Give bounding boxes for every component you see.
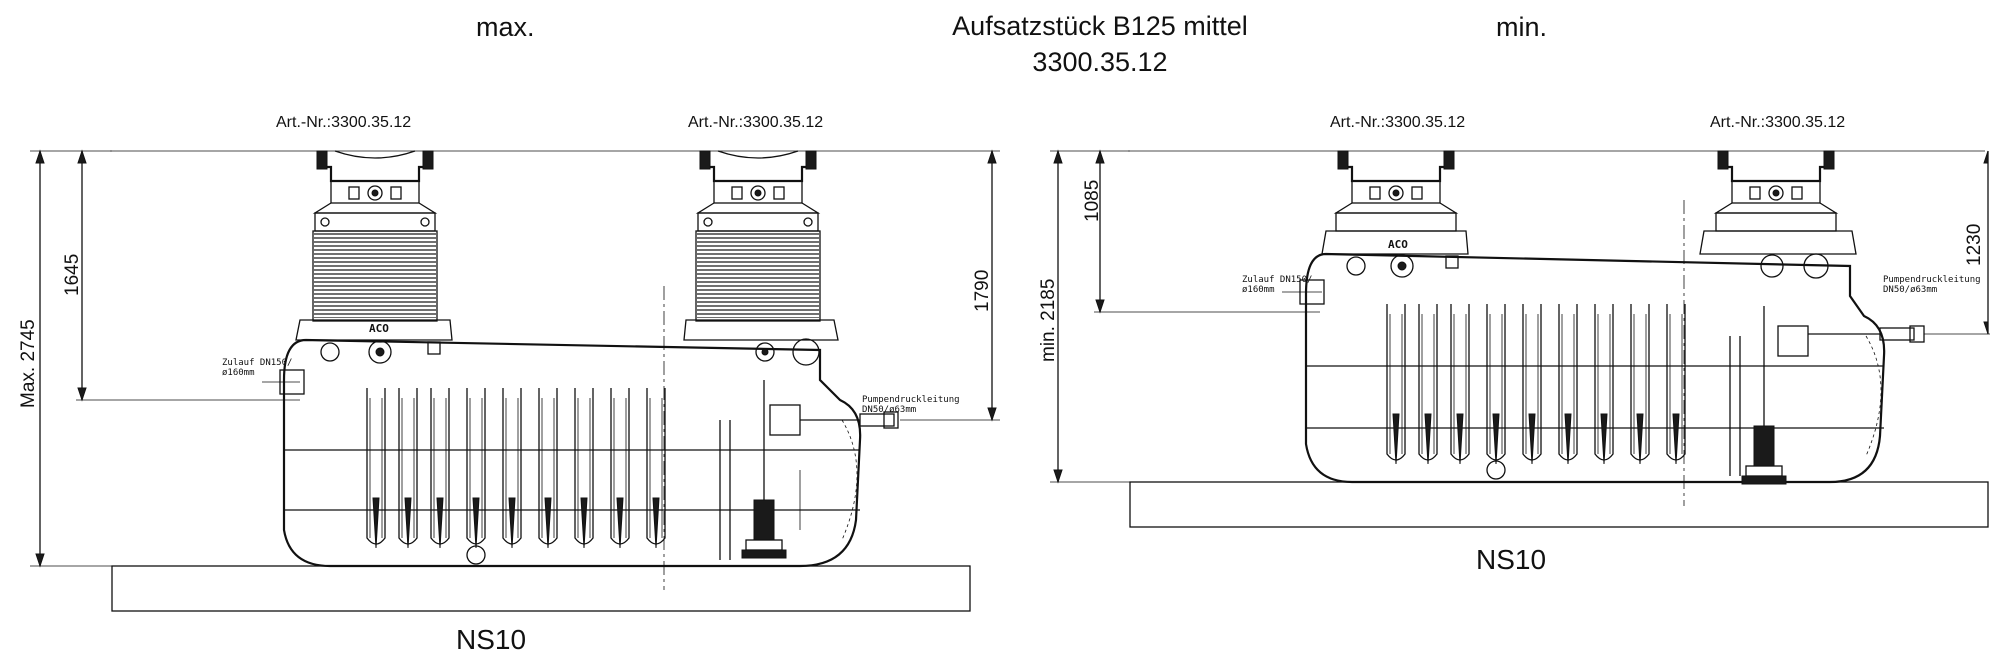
right-inlet-label-1: Zulauf DN150/ — [1242, 275, 1313, 285]
heading-center-line2: 3300.35.12 — [1032, 47, 1168, 77]
right-tank-drawing — [1050, 149, 1990, 528]
left-ground-label: NS10 — [456, 624, 527, 655]
heading-max: max. — [476, 12, 535, 42]
heading-center-line1: Aufsatzstück B125 mittel — [952, 11, 1248, 41]
left-inlet-label-2: ø160mm — [222, 368, 255, 378]
left-artnr-1: Art.-Nr.:3300.35.12 — [276, 114, 412, 131]
right-outlet-label-2: DN50/ø63mm — [1883, 285, 1938, 295]
left-outlet-label: Pumpendruckleitung DN50/ø63mm — [862, 395, 960, 415]
left-inlet-label-1: Zulauf DN150/ — [222, 358, 293, 368]
right-artnr-2: Art.-Nr.:3300.35.12 — [1710, 114, 1846, 131]
right-outlet-label-1: Pumpendruckleitung — [1883, 275, 1981, 285]
right-inlet-label: Zulauf DN150/ ø160mm — [1242, 275, 1312, 295]
right-logo: ACO — [1388, 238, 1408, 251]
right-outlet-label: Pumpendruckleitung DN50/ø63mm — [1883, 275, 1981, 295]
right-ground-slab — [1129, 481, 1989, 528]
left-ground-slab — [111, 565, 971, 612]
left-tank-drawing — [30, 149, 1000, 612]
heading-center: Aufsatzstück B125 mittel 3300.35.12 — [890, 8, 1310, 80]
left-outlet-label-2: DN50/ø63mm — [862, 405, 917, 415]
left-artnr-2: Art.-Nr.:3300.35.12 — [688, 114, 824, 131]
left-outlet-label-1: Pumpendruckleitung — [862, 395, 960, 405]
right-artnr-1: Art.-Nr.:3300.35.12 — [1330, 114, 1466, 131]
right-ground-label: NS10 — [1476, 544, 1547, 575]
left-inlet-label: Zulauf DN150/ ø160mm — [222, 358, 292, 378]
right-inlet-label-2: ø160mm — [1242, 285, 1275, 295]
heading-min: min. — [1496, 12, 1548, 42]
left-logo: ACO — [369, 322, 389, 335]
